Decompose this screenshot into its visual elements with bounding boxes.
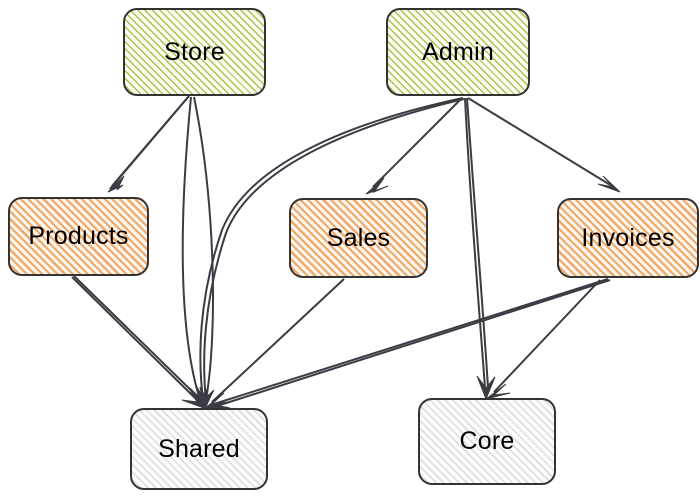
edge-line: [493, 279, 601, 393]
node-core[interactable]: Core: [418, 398, 556, 485]
edge-products-shared[interactable]: [71, 275, 206, 410]
edge-line-parallel: [109, 95, 190, 190]
edge-line-parallel: [203, 98, 465, 401]
node-invoices[interactable]: Invoices: [557, 198, 699, 278]
node-store[interactable]: Store: [123, 8, 266, 96]
edge-line: [372, 97, 463, 188]
arrowhead-icon: [597, 175, 621, 193]
edge-line: [181, 96, 201, 401]
edge-line: [199, 97, 464, 400]
node-label-invoices: Invoices: [581, 223, 675, 252]
node-label-products: Products: [28, 222, 129, 250]
node-label-sales: Sales: [326, 223, 391, 252]
node-shared[interactable]: Shared: [130, 408, 268, 490]
arrowhead-icon: [196, 386, 214, 411]
edge-line-parallel: [73, 275, 200, 399]
edge-line: [211, 278, 345, 403]
node-label-admin: Admin: [422, 37, 494, 66]
edge-line: [213, 278, 609, 405]
edge-sales-shared[interactable]: [203, 278, 345, 410]
edge-admin-shared[interactable]: [196, 97, 465, 411]
edge-line-parallel: [466, 97, 489, 389]
node-label-store: Store: [164, 37, 225, 66]
edge-invoices-core[interactable]: [485, 279, 601, 400]
node-sales[interactable]: Sales: [289, 198, 428, 278]
edge-line-parallel: [216, 279, 611, 407]
arrowhead-icon: [107, 175, 125, 193]
node-label-shared: Shared: [158, 434, 240, 463]
arrowhead-icon: [485, 383, 511, 400]
edge-admin-invoices[interactable]: [467, 97, 621, 193]
arrowhead-icon: [476, 375, 496, 401]
edge-line: [467, 97, 613, 187]
node-products[interactable]: Products: [8, 197, 149, 276]
node-label-core: Core: [459, 427, 515, 455]
edge-line: [71, 276, 197, 400]
edge-admin-sales[interactable]: [365, 97, 463, 195]
edge-line: [464, 97, 486, 389]
arrowhead-icon: [365, 177, 389, 195]
edge-invoices-shared[interactable]: [204, 278, 611, 410]
edge-admin-core[interactable]: [464, 97, 496, 401]
node-admin[interactable]: Admin: [386, 8, 530, 96]
arrowhead-icon: [181, 387, 206, 410]
edge-store-products[interactable]: [107, 95, 190, 193]
